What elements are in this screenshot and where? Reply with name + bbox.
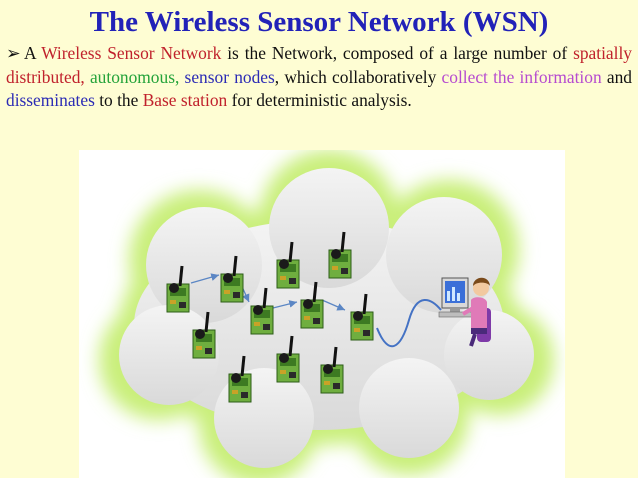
base-station-user-icon [438,277,491,347]
computer-monitor-icon [438,277,474,318]
wsn-diagram-svg [99,150,554,478]
text-run: and [601,66,632,87]
slide-title: The Wireless Sensor Network (WSN) [89,6,549,38]
term-disseminates: disseminates [6,90,95,110]
term-autonomous: autonomous, [89,66,180,87]
term-base-station: Base station [142,90,228,110]
text-run: to the [94,90,143,110]
term-sensor-nodes: sensor nodes [184,66,275,87]
slide-body: ➢A Wireless Sensor Network is the Networ… [6,42,632,113]
text-run: , which collaboratively [274,66,442,87]
text-run: A [24,43,42,63]
wsn-diagram [79,150,565,478]
term-spatially-distributed: spatially distributed, [6,43,632,87]
text-run: for deterministic analysis. [227,90,412,110]
term-wireless-sensor-network: Wireless Sensor Network [41,43,222,63]
wireless-link [376,299,442,348]
bullet-arrow-icon: ➢ [6,43,21,63]
term-collect-the-information: collect the information [441,66,602,87]
text-run: is the Network, composed of a large numb… [221,43,574,63]
